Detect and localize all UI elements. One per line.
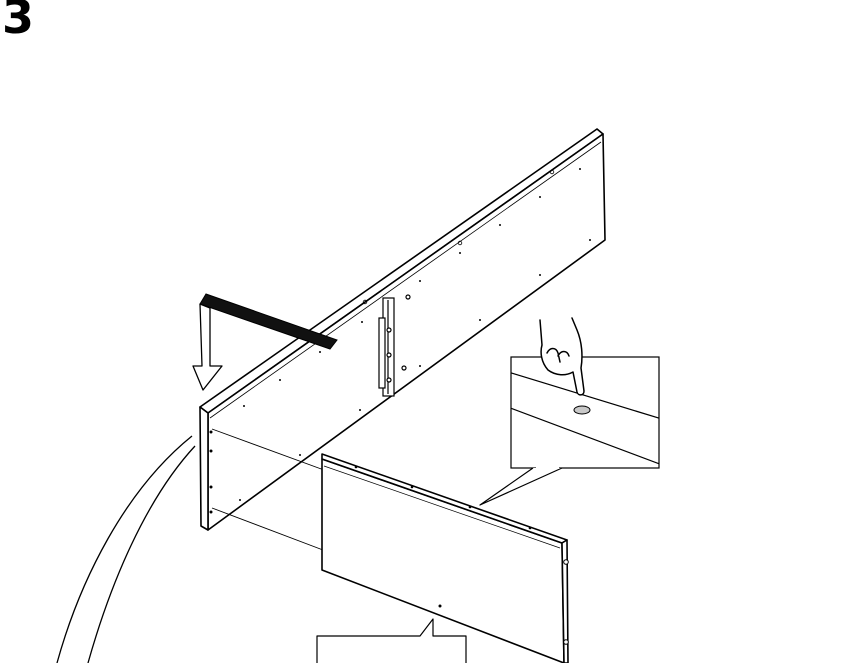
step-number: 3: [2, 0, 35, 44]
down-arrow-icon: [192, 293, 338, 391]
runner-bracket: [378, 294, 411, 397]
end-panel-face: [321, 458, 565, 663]
curved-arrow-icon: [56, 435, 196, 663]
end-panel-side-edge: [561, 539, 569, 663]
hole-marker: [573, 405, 591, 415]
long-panel-holes: [209, 168, 591, 514]
pointing-hand-icon: [539, 317, 585, 396]
long-panel: [199, 128, 606, 531]
end-panel: [321, 453, 569, 663]
long-panel-end: [199, 406, 209, 531]
bottom-callout: [316, 618, 467, 663]
alignment-lines: [211, 428, 325, 551]
detail-callout: [479, 356, 660, 506]
end-panel-holes: [354, 465, 569, 645]
